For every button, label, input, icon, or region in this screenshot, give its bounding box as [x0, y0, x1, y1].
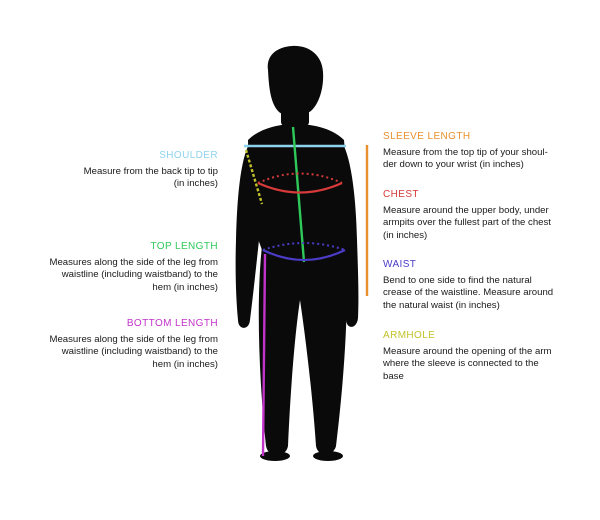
top-length-label: TOP LENGTH — [150, 241, 218, 252]
child-silhouette — [235, 45, 359, 461]
bottom-length-desc: Measures along the side of the leg from … — [36, 334, 218, 371]
chest-desc-line: armpits over the fullest part of the che… — [383, 217, 551, 229]
armhole-desc: Measure around the opening of the arm wh… — [383, 346, 567, 383]
top-length-desc: Measures along the side of the leg from … — [36, 257, 218, 294]
waist-label: WAIST — [383, 259, 417, 270]
neck — [281, 104, 309, 126]
armhole-line — [244, 149, 264, 205]
chest-desc: Measure around the upper body, under arm… — [383, 205, 571, 242]
waist-block: WAIST Bend to one side to find the natur… — [383, 259, 567, 312]
head — [267, 45, 324, 116]
left-foot — [260, 451, 290, 461]
sleeve-length-desc: Measure from the top tip of your shoul- … — [383, 147, 571, 172]
bottom-length-desc-line: Measures along the side of the leg from — [49, 334, 218, 345]
chest-front-arc — [257, 181, 343, 194]
sleeve-length-desc-line: der down to your wrist (in inches) — [383, 159, 524, 171]
chest-desc-line: Measure around the upper body, under — [383, 205, 549, 216]
shoulder-desc-line: (in inches) — [173, 178, 218, 190]
sleeve-length-block: SLEEVE LENGTH Measure from the top tip o… — [383, 131, 571, 172]
chest-block: CHEST Measure around the upper body, und… — [383, 189, 571, 242]
top-length-block: TOP LENGTH Measures along the side of th… — [36, 241, 218, 294]
bottom-length-desc-line: hem (in inches) — [152, 358, 218, 370]
waist-back-arc — [262, 242, 346, 251]
sleeve-length-label: SLEEVE LENGTH — [383, 131, 471, 142]
chest-label: CHEST — [383, 189, 419, 200]
top-length-line — [291, 126, 306, 263]
shoulder-desc-line: Measure from the back tip to tip — [83, 166, 218, 177]
shoulder-desc: Measure from the back tip to tip (in inc… — [40, 166, 218, 191]
bottom-length-desc-line: waistline (including waistband) to the — [61, 346, 218, 358]
armhole-block: ARMHOLE Measure around the opening of th… — [383, 330, 567, 383]
armhole-desc-line: where the sleeve is connected to the — [383, 358, 539, 370]
top-length-desc-line: waistline (including waistband) to the — [61, 269, 218, 281]
chest-desc-line: (in inches) — [383, 229, 428, 241]
top-length-desc-line: Measures along the side of the leg from — [49, 257, 218, 268]
waist-desc-line: crease of the waistline. Measure around — [383, 287, 554, 299]
bottom-length-block: BOTTOM LENGTH Measures along the side of… — [36, 318, 218, 371]
top-length-desc-line: hem (in inches) — [152, 281, 218, 293]
bottom-length-label: BOTTOM LENGTH — [126, 318, 218, 329]
shoulder-block: SHOULDER Measure from the back tip to ti… — [40, 150, 218, 191]
waist-front-arc — [262, 249, 346, 262]
waist-desc-line: Bend to one side to find the natural — [383, 275, 532, 286]
legs — [258, 246, 347, 455]
armhole-label: ARMHOLE — [383, 330, 436, 341]
waist-desc: Bend to one side to find the natural cre… — [383, 275, 567, 312]
right-arm — [330, 142, 359, 327]
right-foot — [313, 451, 343, 461]
shoulder-label: SHOULDER — [159, 150, 218, 161]
sleeve-length-desc-line: Measure from the top tip of your shoul- — [383, 147, 548, 158]
armhole-desc-line: Measure around the opening of the arm — [383, 346, 552, 357]
armhole-desc-line: base — [383, 370, 404, 382]
waist-desc-line: the natural waist (in inches) — [383, 299, 500, 311]
left-arm — [235, 142, 264, 328]
bottom-length-line — [261, 253, 267, 457]
